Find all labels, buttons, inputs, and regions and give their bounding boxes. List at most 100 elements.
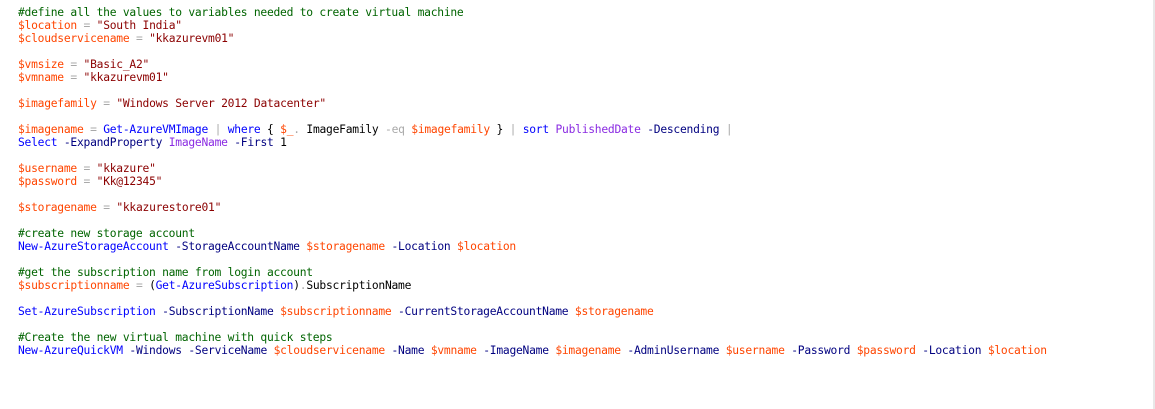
- string-token: "South India": [96, 19, 182, 32]
- code-line[interactable]: Select -ExpandProperty ImageName -First …: [18, 136, 1155, 149]
- group-token: (: [149, 279, 156, 292]
- variable-token: $storagename: [306, 240, 385, 253]
- code-line[interactable]: #get the subscription name from login ac…: [18, 266, 1155, 279]
- group-token: ): [293, 279, 300, 292]
- string-token: "kkazurestore01": [116, 201, 222, 214]
- group-token: }: [496, 123, 504, 136]
- code-line[interactable]: [18, 253, 1155, 266]
- code-line[interactable]: [18, 45, 1155, 58]
- string-token: "Kk@12345": [96, 175, 163, 188]
- parameter-token: -ImageName: [483, 344, 549, 357]
- variable-token: $username: [725, 344, 785, 357]
- comment-token: #create new storage account: [18, 227, 195, 240]
- code-line[interactable]: $storagename = "kkazurestore01": [18, 201, 1155, 214]
- parameter-token: -CurrentStorageAccountName: [398, 305, 569, 318]
- code-line[interactable]: $location = "South India": [18, 19, 1155, 32]
- variable-token: $storagename: [18, 201, 97, 214]
- parameter-token: -Descending: [647, 123, 720, 136]
- operator-token: -eq: [385, 123, 405, 136]
- string-token: "Windows Server 2012 Datacenter": [116, 97, 326, 110]
- member-token: SubscriptionName: [306, 279, 412, 292]
- code-line[interactable]: $vmsize = "Basic_A2": [18, 58, 1155, 71]
- code-line[interactable]: New-AzureStorageAccount -StorageAccountN…: [18, 240, 1155, 253]
- variable-token: $password: [856, 344, 916, 357]
- variable-token: $username: [18, 162, 77, 175]
- command-token: Set-AzureSubscription: [18, 305, 156, 318]
- code-line[interactable]: Set-AzureSubscription -SubscriptionName …: [18, 305, 1155, 318]
- code-line[interactable]: New-AzureQuickVM -Windows -ServiceName $…: [18, 344, 1155, 357]
- operator-token: .: [299, 279, 307, 292]
- code-line[interactable]: #define all the values to variables need…: [18, 6, 1155, 19]
- parameter-token: -Location: [391, 240, 451, 253]
- variable-token: $cloudservicename: [273, 344, 386, 357]
- code-line[interactable]: [18, 188, 1155, 201]
- code-line[interactable]: [18, 214, 1155, 227]
- code-line[interactable]: [18, 149, 1155, 162]
- variable-token: $vmsize: [18, 58, 64, 71]
- variable-token: $storagename: [574, 305, 654, 318]
- command-token: New-AzureStorageAccount: [18, 240, 169, 253]
- variable-token: $imagename: [555, 344, 621, 357]
- command-token: Get-AzureVMImage: [103, 123, 209, 136]
- text-token: 1: [280, 136, 287, 149]
- parameter-token: -SubscriptionName: [162, 305, 274, 318]
- variable-token: $imagename: [18, 123, 84, 136]
- variable-token: $location: [18, 19, 77, 32]
- command-token: New-AzureQuickVM: [18, 344, 123, 357]
- command-token: Get-AzureSubscription: [155, 279, 294, 292]
- parameter-token: -Windows: [129, 344, 182, 357]
- operator-token: |: [509, 123, 517, 136]
- code-line[interactable]: $vmname = "kkazurevm01": [18, 71, 1155, 84]
- code-line[interactable]: [18, 318, 1155, 331]
- code-line[interactable]: [18, 84, 1155, 97]
- code-line[interactable]: $imagename = Get-AzureVMImage | where { …: [18, 123, 1155, 136]
- parameter-token: -Name: [391, 344, 425, 357]
- variable-token: $subscriptionname: [280, 305, 392, 318]
- operator-token: =: [83, 162, 91, 175]
- variable-token: $cloudservicename: [18, 32, 130, 45]
- string-token: "kkazure": [96, 162, 156, 175]
- argument-token: PublishedDate: [555, 123, 641, 136]
- variable-token: $imagefamily: [411, 123, 490, 136]
- operator-token: =: [135, 279, 143, 292]
- variable-token: $location: [457, 240, 516, 253]
- operator-token: =: [83, 19, 91, 32]
- group-token: {: [267, 123, 274, 136]
- operator-token: =: [83, 175, 91, 188]
- variable-token: $location: [987, 344, 1047, 357]
- command-token: Select: [18, 136, 58, 149]
- string-token: "kkazurevm01": [149, 32, 235, 45]
- code-line[interactable]: $password = "Kk@12345": [18, 175, 1155, 188]
- code-line[interactable]: #Create the new virtual machine with qui…: [18, 331, 1155, 344]
- variable-token: $password: [18, 175, 77, 188]
- argument-token: ImageName: [168, 136, 228, 149]
- parameter-token: -ServiceName: [188, 344, 267, 357]
- editor-right-edge: [1153, 0, 1155, 409]
- command-token: where: [227, 123, 261, 136]
- comment-token: #define all the values to variables need…: [18, 6, 464, 19]
- code-line[interactable]: $cloudservicename = "kkazurevm01": [18, 32, 1155, 45]
- comment-token: #Create the new virtual machine with qui…: [18, 331, 333, 344]
- parameter-token: -First: [234, 136, 274, 149]
- comment-token: #get the subscription name from login ac…: [18, 266, 313, 279]
- variable-token: $subscriptionname: [18, 279, 130, 292]
- parameter-token: -AdminUsername: [627, 344, 720, 357]
- code-line[interactable]: [18, 292, 1155, 305]
- code-line[interactable]: #create new storage account: [18, 227, 1155, 240]
- code-line[interactable]: $subscriptionname = (Get-AzureSubscripti…: [18, 279, 1155, 292]
- operator-token: =: [70, 71, 77, 84]
- code-line[interactable]: $username = "kkazure": [18, 162, 1155, 175]
- variable-token: $vmname: [18, 71, 64, 84]
- operator-token: =: [103, 201, 110, 214]
- code-line[interactable]: [18, 110, 1155, 123]
- parameter-token: -StorageAccountName: [175, 240, 300, 253]
- parameter-token: -ExpandProperty: [63, 136, 163, 149]
- string-token: "kkazurevm01": [83, 71, 169, 84]
- code-line[interactable]: $imagefamily = "Windows Server 2012 Data…: [18, 97, 1155, 110]
- operator-token: =: [135, 32, 143, 45]
- parameter-token: -Password: [791, 344, 851, 357]
- command-token: sort: [522, 123, 549, 136]
- parameter-token: -Location: [922, 344, 982, 357]
- member-token: ImageFamily: [306, 123, 379, 136]
